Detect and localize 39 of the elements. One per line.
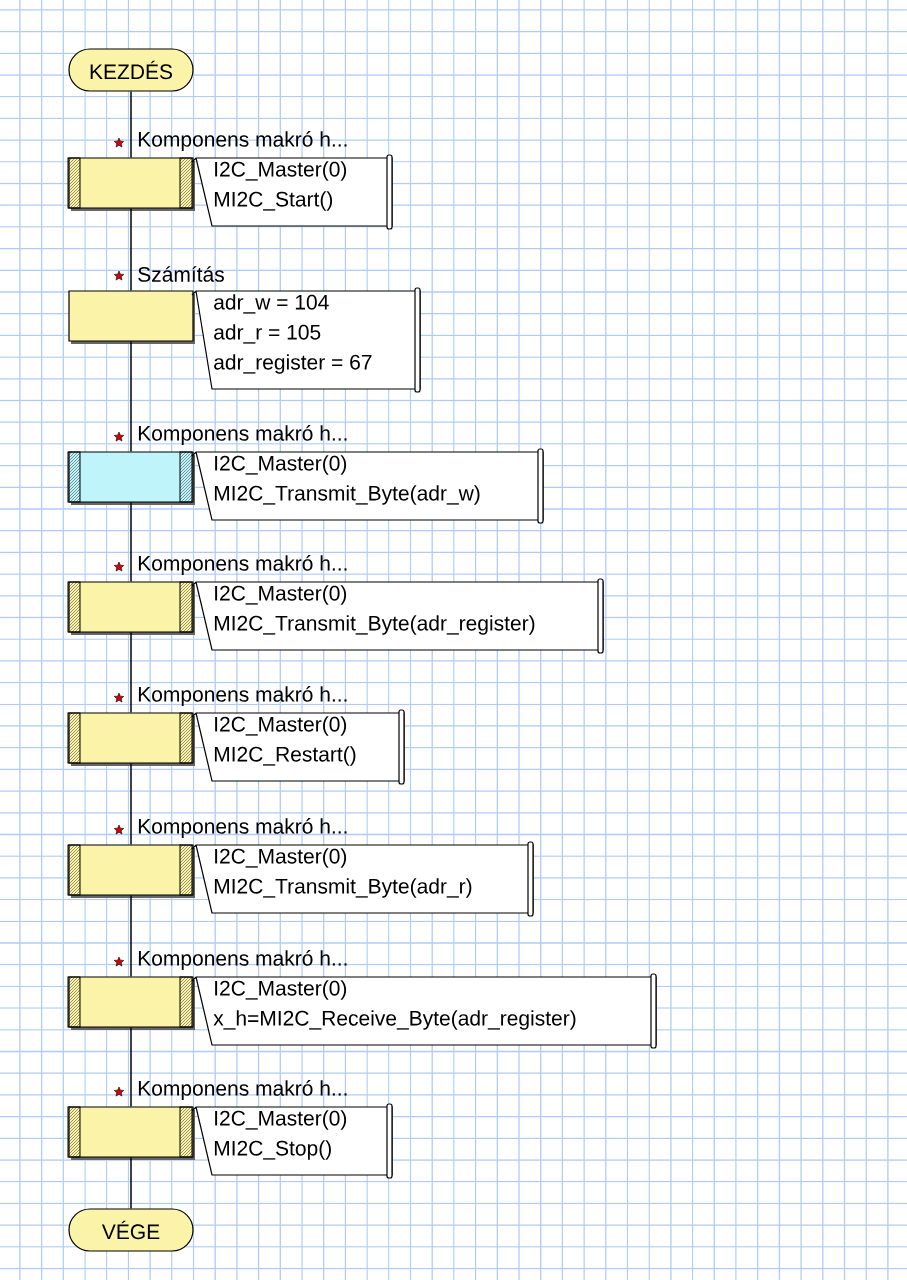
process-box: [68, 976, 195, 1030]
box-heading: Komponens makró h...: [138, 425, 347, 445]
box-heading: Komponens makró h...: [138, 818, 347, 838]
comment-note: I2C_Master(0) MI2C_Transmit_Byte(adr_r): [191, 841, 534, 917]
comment-note: I2C_Master(0) MI2C_Transmit_Byte(adr_register): [191, 578, 604, 654]
comment-note: I2C_Master(0) x_h=MI2C_Receive_Byte(adr_register): [191, 973, 657, 1049]
connector-line: [130, 1156, 132, 1210]
connector-line: [130, 762, 132, 846]
connector-line: [130, 894, 132, 978]
box-heading: Számítás: [138, 266, 224, 282]
box-heading: Komponens makró h...: [138, 131, 347, 151]
process-box: [68, 1106, 195, 1160]
process-box: [67, 581, 81, 633]
process-box: [67, 844, 81, 896]
comment-note: I2C_Master(0) MI2C_Transmit_Byte(adr_w): [191, 448, 544, 524]
connector-line: [130, 90, 132, 159]
process-box: [67, 976, 81, 1028]
box-heading: Komponens makró h...: [138, 1080, 347, 1100]
box-heading: Komponens makró h...: [138, 686, 347, 706]
comment-note: I2C_Master(0) MI2C_Start(): [191, 154, 393, 230]
process-box: [68, 712, 195, 766]
connector-line: [130, 340, 132, 453]
connector-line: [130, 501, 132, 583]
connector-line: [130, 631, 132, 714]
process-box: [68, 581, 195, 635]
connector-line: [130, 1026, 132, 1108]
process-box: [67, 451, 81, 503]
comment-note: I2C_Master(0) MI2C_Stop(): [191, 1103, 393, 1179]
box-heading: Komponens makró h...: [138, 950, 347, 970]
process-box: [68, 157, 195, 211]
process-box: [68, 844, 195, 898]
process-box: [67, 1106, 81, 1158]
box-heading: Komponens makró h...: [138, 555, 347, 575]
process-box: [68, 451, 195, 505]
connector-line: [130, 207, 132, 292]
process-box: [67, 712, 81, 764]
comment-note: adr_w = 104 adr_r = 105 adr_register = 67: [191, 287, 421, 393]
process-box: [67, 157, 81, 209]
comment-note: I2C_Master(0) MI2C_Restart(): [191, 709, 405, 785]
